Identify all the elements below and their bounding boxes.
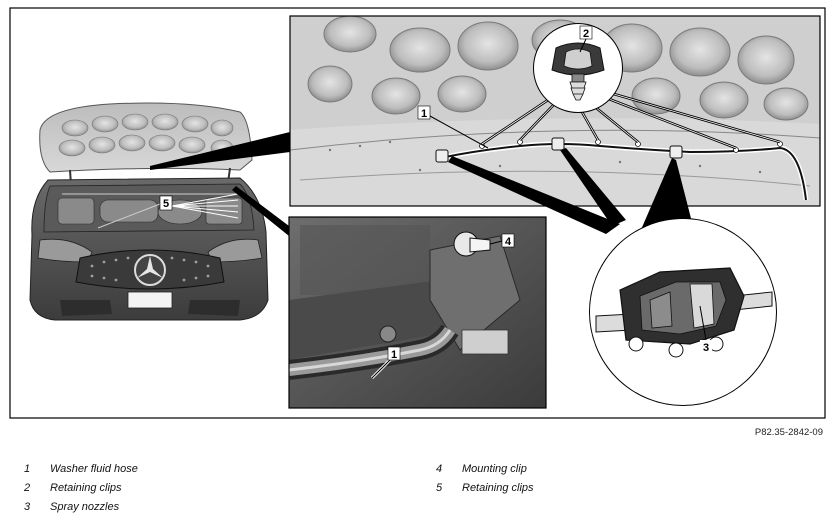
- callout-1-top-group: 1: [417, 105, 489, 149]
- inset-frame: [288, 216, 547, 409]
- legend-right: 4 Mounting clip 5 Retaining clips: [412, 460, 534, 498]
- connector-wedge-inset: [232, 186, 289, 236]
- spray-nozzle-closeup: 3: [589, 218, 777, 406]
- legend-label: Retaining clips: [462, 482, 534, 494]
- callout-3: 3: [703, 342, 709, 354]
- outer-frame: [9, 7, 826, 419]
- retaining-clip-closeup: 2: [533, 23, 623, 113]
- engine-bay-inset: [289, 217, 546, 408]
- mounting-clip: [453, 231, 491, 257]
- legend-item: 2 Retaining clips: [0, 479, 138, 498]
- legend-label: Retaining clips: [50, 482, 122, 494]
- legend-item: 4 Mounting clip: [412, 460, 534, 479]
- legend-number: 1: [24, 463, 31, 475]
- legend-label: Spray nozzles: [50, 501, 120, 513]
- legend-left: 1 Washer fluid hose 2 Retaining clips 3 Spr…: [0, 460, 138, 517]
- callout-1-inset: 1: [391, 349, 397, 361]
- callout-1-inset-group: 1: [370, 346, 401, 380]
- diagram-figure: 5: [9, 7, 826, 419]
- callout-5: 5: [163, 198, 169, 210]
- legend-number: 3: [24, 501, 31, 513]
- legend-number: 2: [24, 482, 31, 494]
- legend-item: 1 Washer fluid hose: [0, 460, 138, 479]
- car-front-view: 5: [29, 102, 269, 321]
- legend-number: 4: [436, 463, 443, 475]
- legend-item: 3 Spray nozzles: [0, 498, 138, 517]
- callout-4: 4: [505, 236, 512, 248]
- legend-label: Mounting clip: [462, 463, 527, 475]
- connector-wedge-top: [150, 132, 290, 170]
- figure-code: P82.35-2842-09: [754, 427, 823, 438]
- callout-2: 2: [583, 28, 589, 40]
- legend-number: 5: [436, 482, 443, 494]
- connector-wedge-nozzle: [640, 158, 694, 232]
- callout-1-top: 1: [421, 108, 427, 120]
- brand-star-logo: [134, 254, 166, 286]
- callout-4-group: 4: [489, 233, 515, 248]
- legend-item: 5 Retaining clips: [412, 479, 534, 498]
- legend-label: Washer fluid hose: [50, 463, 138, 475]
